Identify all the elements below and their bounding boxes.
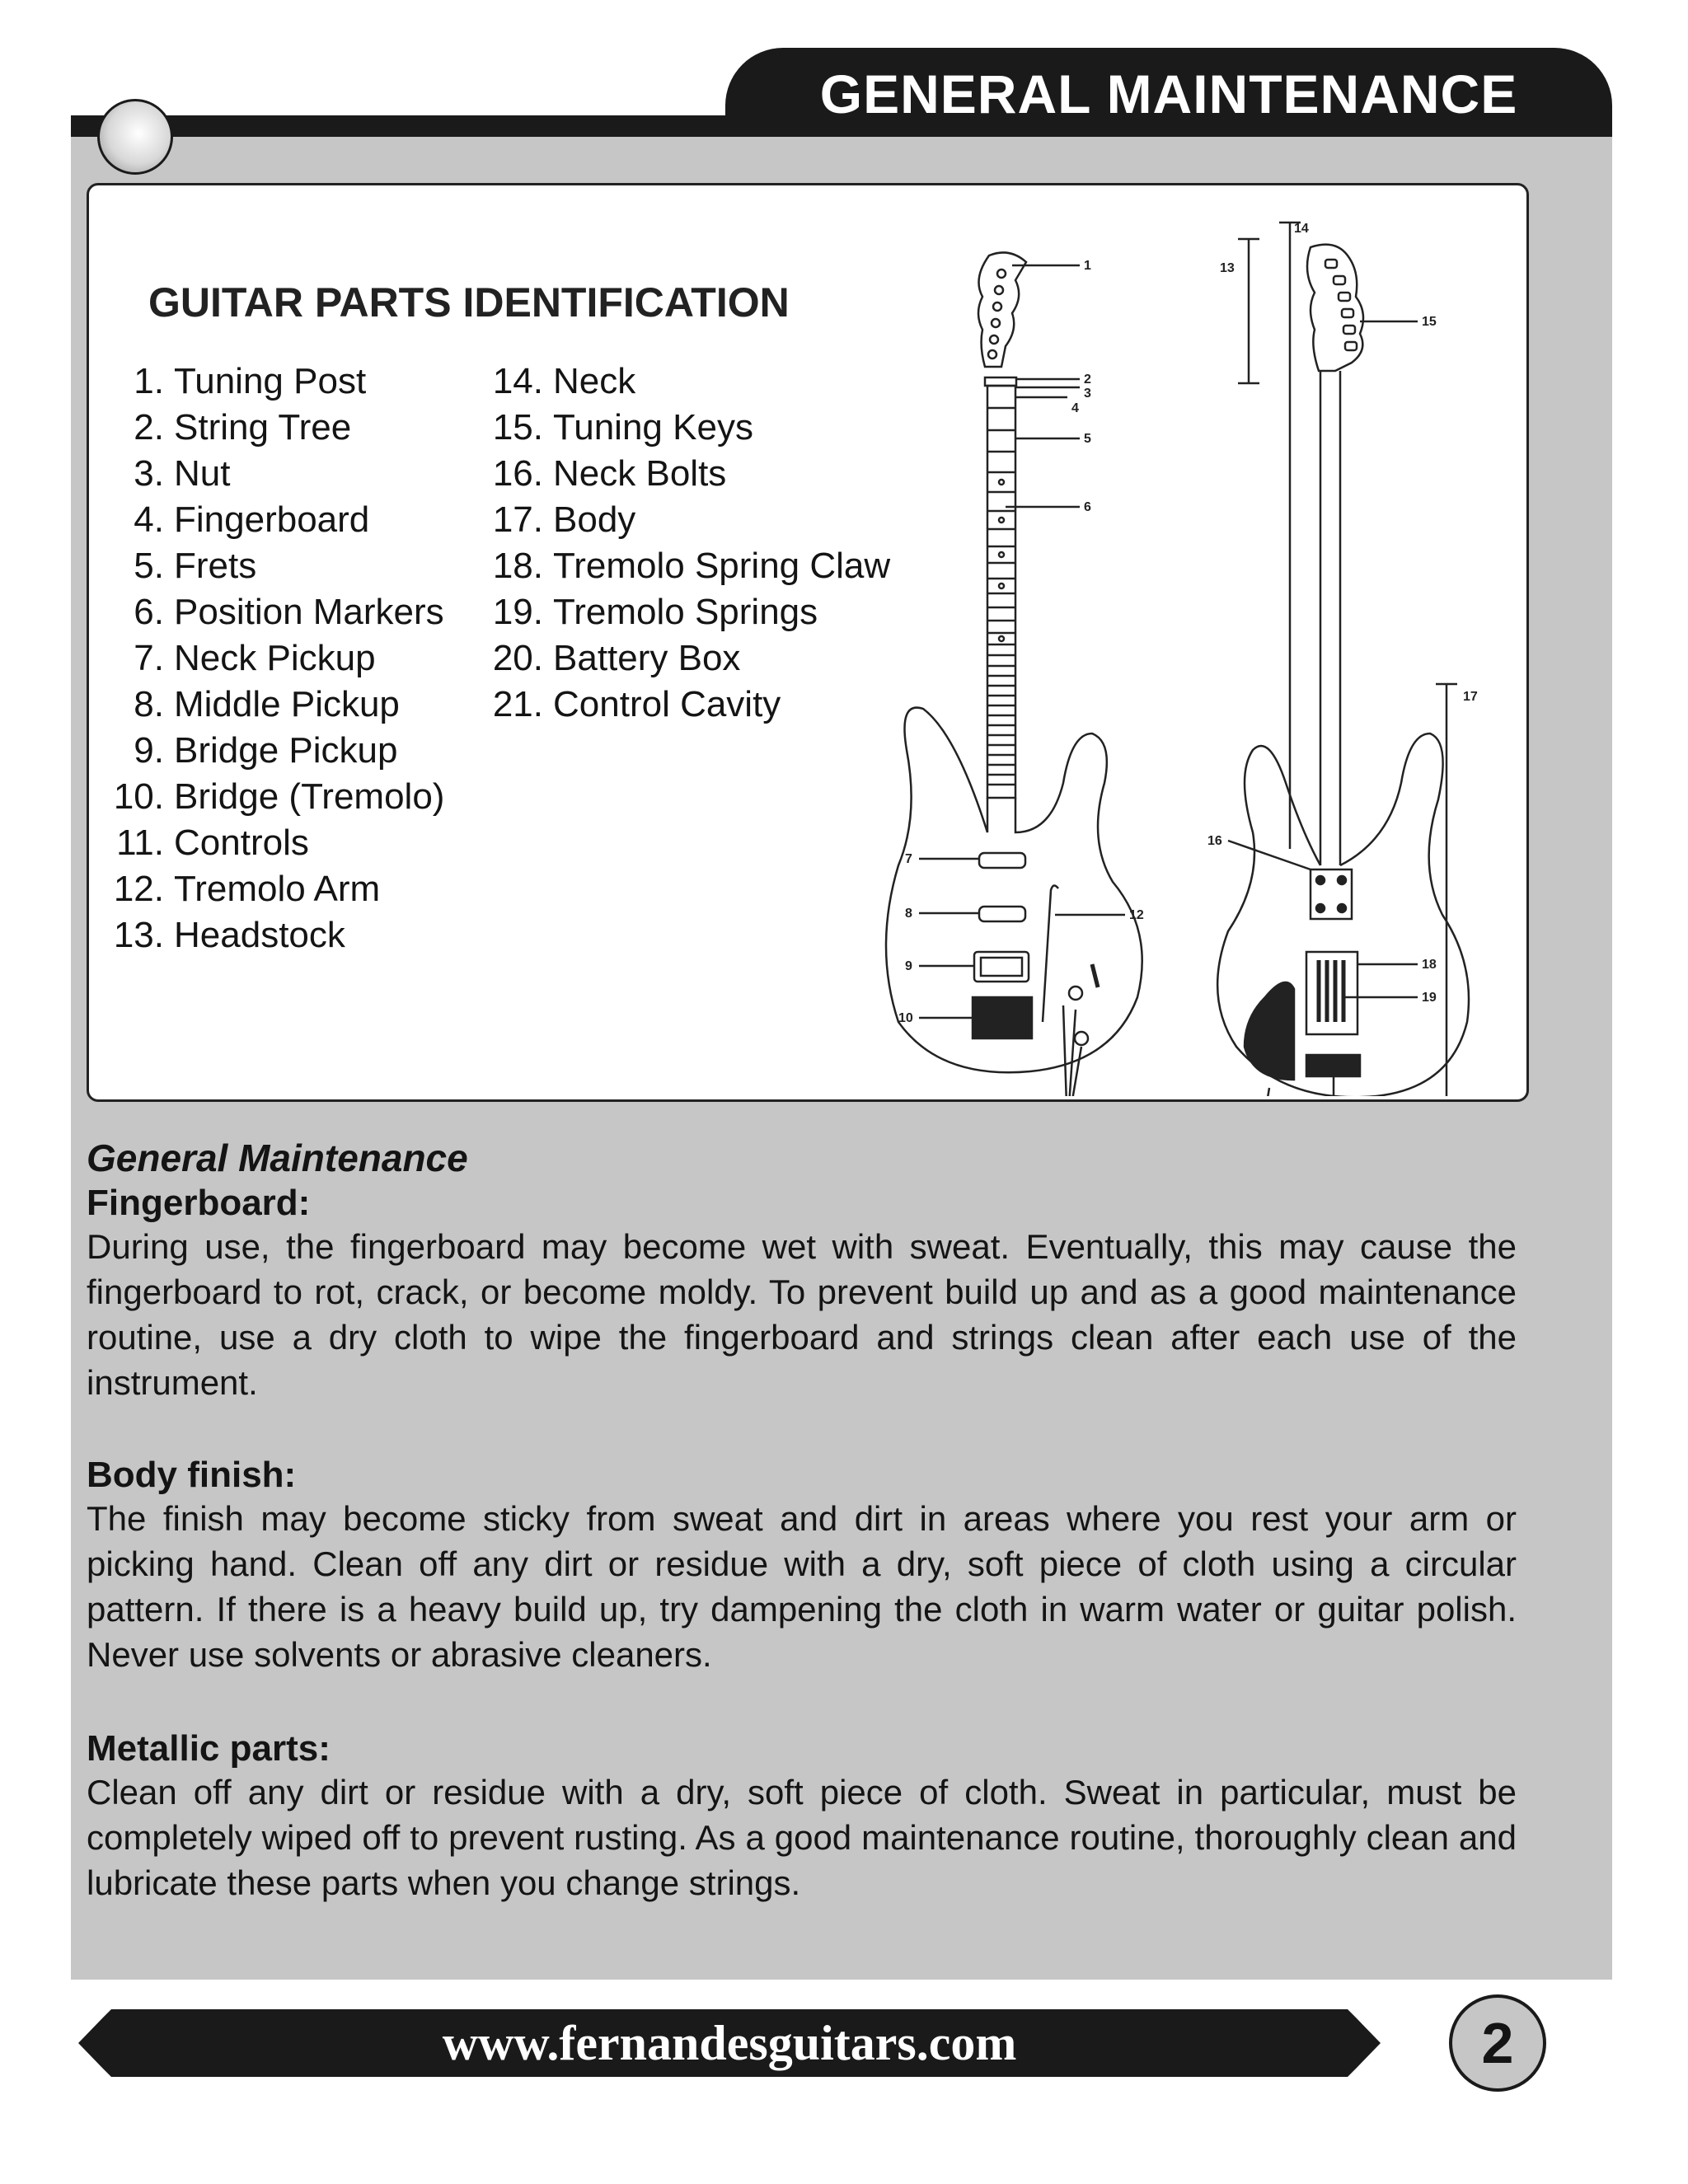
- body-finish-text: The finish may become sticky from sweat …: [87, 1499, 1517, 1674]
- callout-label: 17: [1463, 690, 1478, 704]
- part-item: 5.Frets: [134, 546, 257, 586]
- metallic-parts-section: Metallic parts: Clean off any dirt or re…: [87, 1728, 1517, 1905]
- callout-label: 10: [898, 1011, 913, 1025]
- guitar-front-view: [884, 251, 1143, 1096]
- callout-label: 14: [1294, 222, 1309, 236]
- part-item: 20.Battery Box: [492, 638, 741, 678]
- callout-label: 5: [1084, 432, 1091, 446]
- callout-label: 2: [1084, 373, 1091, 387]
- callout-label: 19: [1422, 991, 1437, 1005]
- part-item: 14.Neck: [492, 361, 636, 401]
- guitar-diagram: 1 2 3 4 5 6 7 8 9 10 11 12 13 14 15 16 1…: [884, 221, 1478, 1096]
- callout-label: 8: [905, 907, 912, 921]
- callout-label: 18: [1422, 958, 1437, 972]
- part-item: 21.Control Cavity: [492, 684, 781, 724]
- parts-title: GUITAR PARTS IDENTIFICATION: [148, 279, 790, 326]
- part-item: 13.Headstock: [113, 915, 345, 955]
- callout-label: 4: [1071, 401, 1079, 415]
- callout-label: 9: [905, 959, 912, 973]
- guitar-back-view: [1216, 221, 1470, 1096]
- maintenance-title: General Maintenance: [87, 1137, 468, 1179]
- part-item: 6.Position Markers: [134, 592, 444, 632]
- page-number: 2: [1449, 1994, 1546, 2092]
- part-item: 17.Body: [492, 499, 636, 540]
- part-item: 1.Tuning Post: [134, 361, 367, 401]
- parts-identification-box: [87, 183, 1529, 1102]
- part-item: 3.Nut: [134, 453, 231, 494]
- fingerboard-section: Fingerboard: During use, the fingerboard…: [87, 1183, 1517, 1405]
- page-title: GENERAL MAINTENANCE: [819, 63, 1518, 124]
- part-item: 19.Tremolo Springs: [492, 592, 818, 632]
- part-item: 15.Tuning Keys: [492, 407, 753, 448]
- body-finish-section: Body finish: The finish may become stick…: [87, 1455, 1517, 1677]
- body-finish-heading: Body finish:: [87, 1455, 297, 1495]
- header-tab: GENERAL MAINTENANCE: [725, 48, 1612, 137]
- fingerboard-text: During use, the fingerboard may become w…: [87, 1227, 1517, 1402]
- callout-label: 6: [1084, 500, 1091, 514]
- part-item: 9.Bridge Pickup: [134, 730, 398, 771]
- callout-label: 12: [1129, 908, 1144, 922]
- metallic-parts-heading: Metallic parts:: [87, 1728, 331, 1769]
- part-item: 8.Middle Pickup: [134, 684, 400, 724]
- callout-label: 1: [1084, 259, 1091, 273]
- callout-label: 7: [905, 852, 912, 866]
- footer-banner: [78, 2009, 1381, 2077]
- part-item: 12.Tremolo Arm: [113, 869, 381, 909]
- part-item: 2.String Tree: [134, 407, 352, 448]
- callout-label: 3: [1084, 387, 1091, 401]
- website-url: www.fernandesguitars.com: [442, 2016, 1017, 2070]
- part-item: 18.Tremolo Spring Claw: [492, 546, 891, 586]
- part-item: 10.Bridge (Tremolo): [113, 776, 445, 817]
- part-item: 16.Neck Bolts: [492, 453, 727, 494]
- part-item: 7.Neck Pickup: [134, 638, 376, 678]
- header-bullet-icon: [97, 99, 173, 175]
- callout-label: 16: [1207, 834, 1222, 848]
- callout-label: 13: [1220, 261, 1235, 275]
- parts-list-column-2: 14.Neck 15.Tuning Keys 16.Neck Bolts 17.…: [490, 359, 890, 728]
- fingerboard-heading: Fingerboard:: [87, 1183, 311, 1223]
- callout-label: 15: [1422, 315, 1437, 329]
- part-item: 11.Controls: [116, 823, 309, 863]
- parts-list-column-1: 1.Tuning Post 2.String Tree 3.Nut 4.Fing…: [103, 359, 445, 958]
- part-item: 4.Fingerboard: [134, 499, 370, 540]
- metallic-parts-text: Clean off any dirt or residue with a dry…: [87, 1773, 1517, 1902]
